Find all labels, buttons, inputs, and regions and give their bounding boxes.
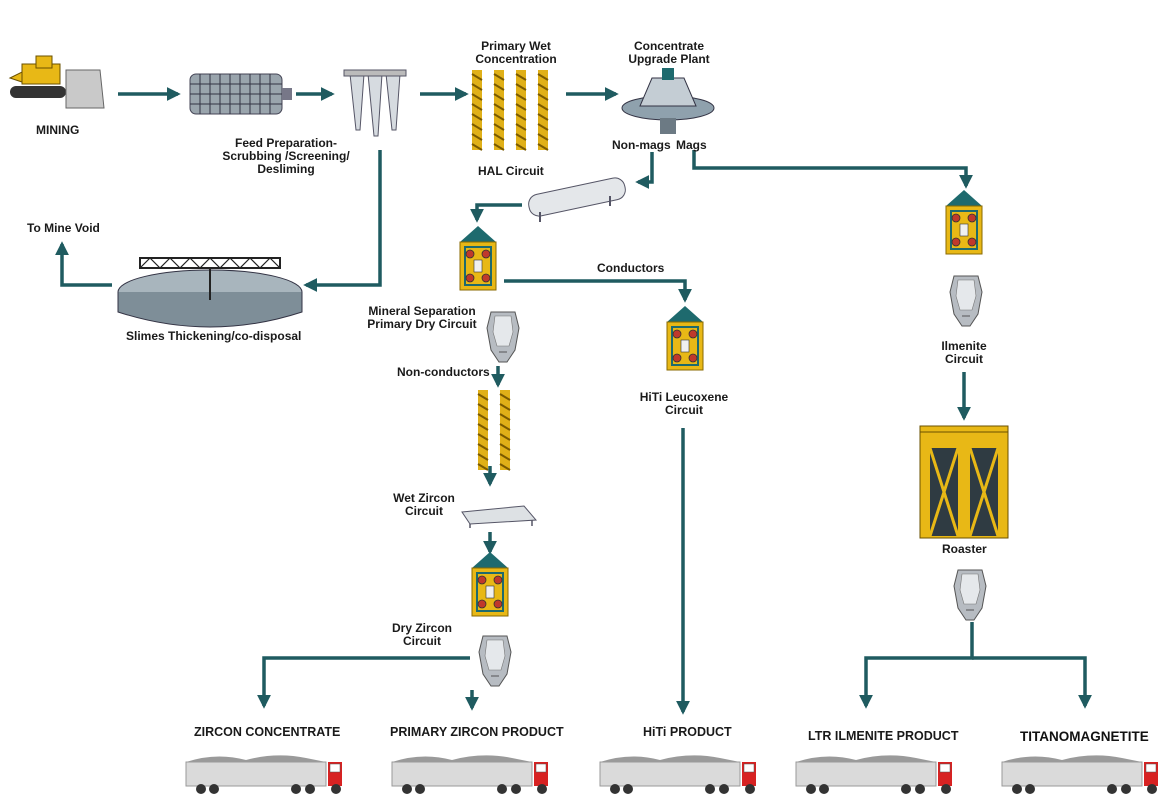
roaster-hopper-icon [953, 569, 987, 621]
label-dry-zircon: Dry Zircon Circuit [384, 622, 460, 648]
truck-titanomagnetite-icon [1001, 754, 1159, 795]
label-mags: Mags [676, 138, 707, 152]
label-non-conductors: Non-conductors [397, 365, 490, 379]
label-upgrade-plant-line1: Concentrate [633, 39, 704, 53]
secondary-spirals-icon [477, 389, 511, 471]
label-ilmenite-circuit: Ilmenite Circuit [934, 340, 994, 366]
flow-to-zircon-concentrate [257, 656, 470, 709]
label-wet-zircon-line1: Wet Zircon [393, 491, 455, 505]
label-hiti-circuit: HiTi Leucoxene Circuit [632, 391, 736, 417]
ilmenite-separator-icon [945, 189, 983, 255]
flow-to-titanomagnetite [972, 656, 1092, 709]
label-feed-prep-line2: Scrubbing /Screening/ [222, 149, 350, 163]
flow-slimes-to-mine-void [55, 241, 112, 287]
label-non-mags: Non-mags [612, 138, 671, 152]
label-roaster: Roaster [942, 542, 987, 556]
primary-spirals-icon [471, 69, 549, 151]
truck-ltr-ilmenite-icon [795, 754, 953, 795]
label-upgrade-plant: Concentrate Upgrade Plant [620, 40, 718, 66]
msp-separator-icon [459, 225, 497, 291]
label-dry-zircon-line1: Dry Zircon [391, 621, 452, 635]
label-mineral-separation: Mineral Separation Primary Dry Circuit [366, 305, 478, 331]
label-mining: MINING [36, 123, 80, 137]
label-mineral-separation-line2: Primary Dry Circuit [367, 317, 477, 331]
label-ilmenite-circuit-line1: Ilmenite [941, 339, 987, 353]
scrubber-icon [189, 73, 292, 115]
truck-primary-zircon-icon [391, 754, 549, 795]
label-ilmenite-circuit-line2: Circuit [944, 352, 983, 366]
label-primary-wet: Primary Wet Concentration [468, 40, 564, 66]
label-to-mine-void: To Mine Void [27, 221, 100, 235]
ilmenite-hopper-icon [949, 275, 983, 327]
wet-zircon-table-icon [461, 505, 538, 528]
flow-conductors [504, 279, 692, 303]
truck-zircon-concentrate-icon [185, 754, 343, 795]
product-zircon-concentrate: ZIRCON CONCENTRATE [194, 725, 341, 739]
label-hal-circuit: HAL Circuit [478, 164, 544, 178]
label-wet-zircon: Wet Zircon Circuit [386, 492, 462, 518]
cyclones-icon [343, 69, 407, 137]
dry-zircon-separator-icon [471, 551, 509, 617]
product-hiti: HiTi PRODUCT [643, 725, 732, 739]
label-primary-wet-line2: Concentration [475, 52, 557, 66]
thickener-icon [117, 257, 303, 328]
label-primary-wet-line1: Primary Wet [481, 39, 551, 53]
label-feed-prep-line1: Feed Preparation- [234, 136, 338, 150]
label-feed-prep-line3: Desliming [257, 162, 315, 176]
msp-hopper-icon [486, 311, 520, 363]
roaster-icon [919, 425, 1009, 539]
product-titanomagnetite: TITANOMAGNETITE [1020, 729, 1149, 744]
label-upgrade-plant-line2: Upgrade Plant [628, 52, 710, 66]
label-conductors: Conductors [597, 261, 665, 275]
label-hiti-circuit-line1: HiTi Leucoxene [639, 390, 729, 404]
label-mineral-separation-line1: Mineral Separation [368, 304, 476, 318]
product-primary-zircon: PRIMARY ZIRCON PRODUCT [390, 725, 564, 739]
flow-roaster-split [859, 622, 974, 709]
dry-zircon-hopper-icon [478, 635, 512, 687]
flow-nonmags-to-dryer [635, 152, 654, 189]
product-ltr-ilmenite: LTR ILMENITE PRODUCT [808, 729, 959, 743]
hiti-separator-icon [666, 305, 704, 371]
truck-hiti-icon [599, 754, 757, 795]
flow-dryer-to-msp [470, 203, 522, 223]
label-slimes: Slimes Thickening/co-disposal [126, 329, 302, 343]
flow-mags-to-ilmenite-sep [692, 150, 973, 189]
dryer-icon [528, 177, 626, 222]
label-wet-zircon-line2: Circuit [404, 504, 443, 518]
flow-lines [55, 87, 1092, 715]
flow-cyclones-to-slimes [303, 150, 382, 292]
label-hiti-circuit-line2: Circuit [664, 403, 703, 417]
upgrade-plant-icon [621, 68, 715, 134]
bulldozer-icon [8, 55, 105, 109]
label-dry-zircon-line2: Circuit [402, 634, 441, 648]
label-feed-prep: Feed Preparation- Scrubbing /Screening/ … [216, 137, 356, 176]
